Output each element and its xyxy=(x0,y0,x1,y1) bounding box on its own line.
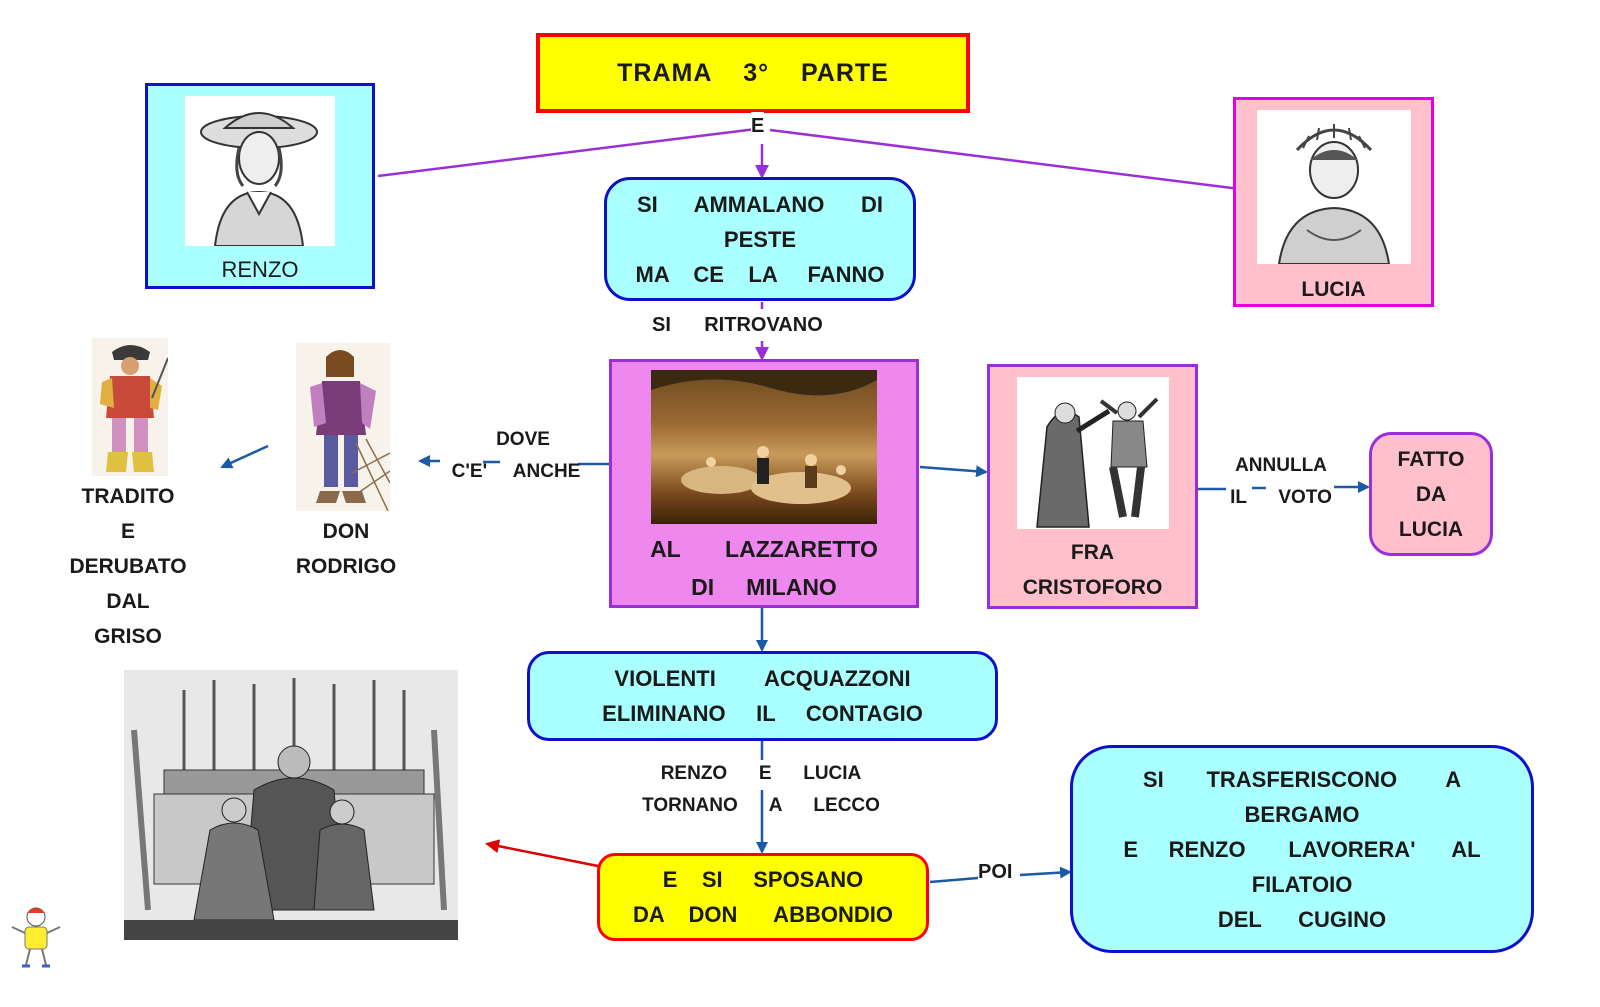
fatto-box: FATTO DA LUCIA xyxy=(1369,432,1493,556)
griso-label: TRADITO E DERUBATO DAL GRISO xyxy=(50,479,206,654)
renzo-box: RENZO xyxy=(145,83,375,289)
sposano-line-1: E SI SPOSANO xyxy=(662,867,864,892)
poi-label: POI xyxy=(978,856,1013,888)
connector-sposano-poi xyxy=(929,876,979,884)
connector-lazzaretto-fra xyxy=(919,465,988,478)
fra-icon xyxy=(1035,397,1158,528)
annulla-line-2: IL VOTO xyxy=(1230,487,1332,508)
peste-line-2: PESTE xyxy=(723,226,797,252)
dove-line-1: DOVE xyxy=(496,429,550,450)
wedding-engraving xyxy=(124,670,458,940)
connector-rodrigo-griso xyxy=(220,444,269,469)
ritrovano-label: SI RITROVANO xyxy=(652,309,823,341)
dove-label: DOVE C'E' ANCHE xyxy=(436,424,596,488)
fra-box: FRA CRISTOFORO xyxy=(987,364,1198,609)
connector-poi-bergamo xyxy=(1019,866,1072,879)
connector-renzo-e xyxy=(377,127,757,178)
bergamo-line-5: DEL CUGINO xyxy=(1217,906,1387,932)
renzo-label: RENZO xyxy=(221,257,299,282)
wedding-engraving-icon xyxy=(124,670,458,940)
lazzaretto-painting xyxy=(651,370,877,524)
renzo-portrait xyxy=(185,96,335,247)
griso-line-3: DERUBATO xyxy=(69,555,187,578)
lazzaretto-painting-icon xyxy=(651,370,877,504)
griso-icon xyxy=(100,345,169,472)
annulla-line-1: ANNULLA xyxy=(1235,455,1327,476)
lazzaretto-box: AL LAZZARETTO DI MILANO xyxy=(609,359,919,608)
sposano-box: E SI SPOSANO DA DON ABBONDIO xyxy=(597,853,929,941)
rodrigo-label: DON RODRIGO xyxy=(276,514,416,584)
lazzaretto-line-1: AL LAZZARETTO xyxy=(650,536,878,562)
fatto-line-3: LUCIA xyxy=(1398,517,1464,541)
griso-line-4: DAL xyxy=(106,590,150,613)
peste-line-3: MA CE LA FANNO xyxy=(635,261,885,287)
peste-line-1: SI AMMALANO DI xyxy=(636,191,884,217)
bergamo-line-2: BERGAMO xyxy=(1244,801,1360,827)
tornano-line-2: TORNANO A LECCO xyxy=(642,795,880,816)
rodrigo-line-1: DON xyxy=(322,520,370,543)
connector-sposano-image xyxy=(485,839,599,868)
bergamo-line-1: SI TRASFERISCONO A xyxy=(1142,766,1462,792)
connector-lucia-e xyxy=(769,128,1241,191)
rodrigo-icon xyxy=(310,350,391,512)
fra-engraving xyxy=(1016,377,1169,529)
rodrigo-line-2: RODRIGO xyxy=(295,555,397,578)
bergamo-line-4: FILATOIO xyxy=(1251,871,1353,897)
acquazzoni-line-2: ELIMINANO IL CONTAGIO xyxy=(602,701,923,726)
mascot-logo xyxy=(10,905,62,971)
lucia-portrait xyxy=(1256,110,1411,265)
griso-line-5: GRISO xyxy=(94,625,162,648)
tornano-line-1: RENZO E LUCIA xyxy=(660,763,862,784)
mascot-icon xyxy=(11,907,61,968)
fra-line-2: CRISTOFORO xyxy=(1022,576,1163,599)
tornano-label: RENZO E LUCIA TORNANO A LECCO xyxy=(626,758,896,822)
acquazzoni-box: VIOLENTI ACQUAZZONI ELIMINANO IL CONTAGI… xyxy=(527,651,998,741)
fatto-line-1: FATTO xyxy=(1397,447,1465,471)
bergamo-line-3: E RENZO LAVORERA' AL xyxy=(1123,836,1481,862)
dove-line-2: C'E' ANCHE xyxy=(451,461,581,482)
griso-line-1: TRADITO xyxy=(81,485,175,508)
bergamo-box: SI TRASFERISCONO A BERGAMO E RENZO LAVOR… xyxy=(1070,745,1534,953)
lazzaretto-line-2: DI MILANO xyxy=(691,574,837,600)
sposano-line-2: DA DON ABBONDIO xyxy=(633,902,893,927)
annulla-label: ANNULLA IL VOTO xyxy=(1220,450,1342,514)
lucia-label: LUCIA xyxy=(1301,278,1366,301)
connector-label-e: E xyxy=(751,112,765,140)
rodrigo-figure xyxy=(296,343,391,512)
renzo-portrait-icon xyxy=(200,112,318,247)
griso-line-2: E xyxy=(120,520,135,543)
lucia-portrait-icon xyxy=(1277,124,1390,265)
title-box: TRAMA 3° PARTE xyxy=(536,33,970,113)
griso-figure xyxy=(92,338,169,476)
acquazzoni-line-1: VIOLENTI ACQUAZZONI xyxy=(614,666,911,691)
fatto-line-2: DA xyxy=(1415,482,1447,506)
title-text: TRAMA 3° PARTE xyxy=(617,58,889,87)
peste-box: SI AMMALANO DI PESTE MA CE LA FANNO xyxy=(604,177,916,301)
fra-line-1: FRA xyxy=(1070,541,1115,564)
lucia-box: LUCIA xyxy=(1233,97,1434,307)
